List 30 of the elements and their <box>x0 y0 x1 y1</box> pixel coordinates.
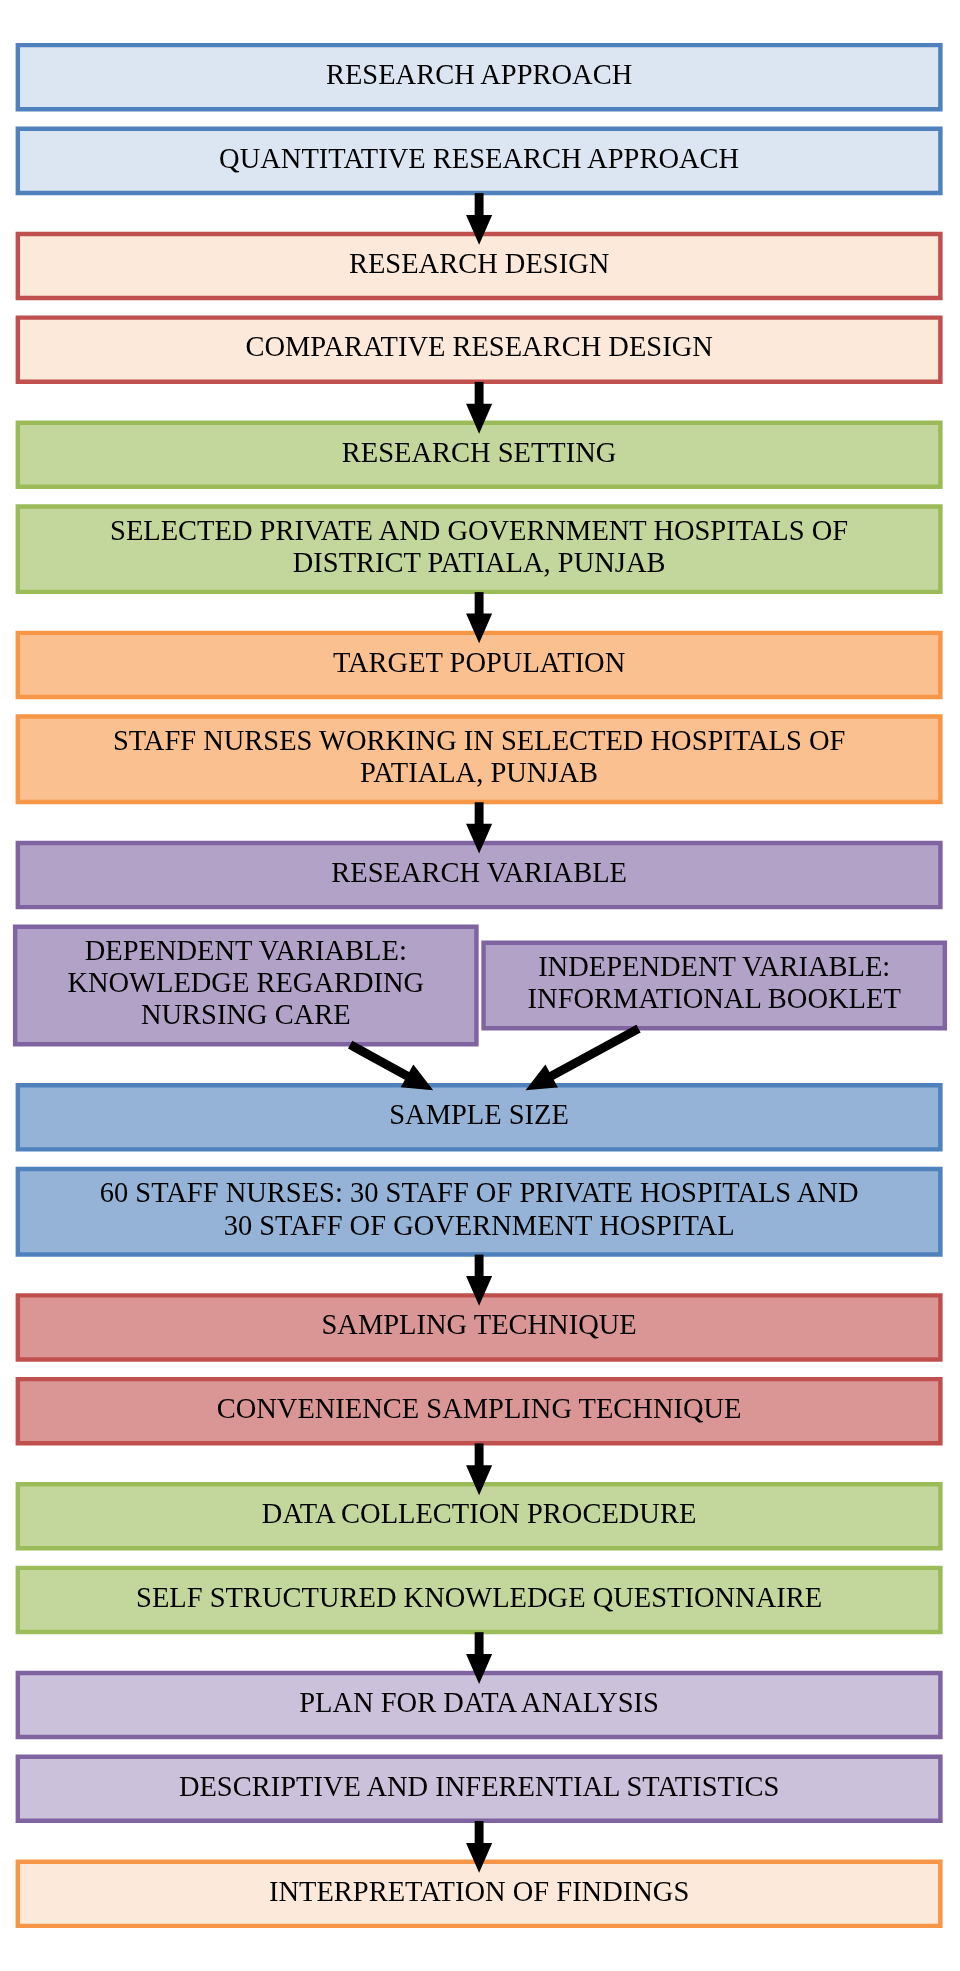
node-box: COMPARATIVE RESEARCH DESIGN <box>15 315 943 384</box>
arrow <box>466 381 493 434</box>
node-box: RESEARCH DESIGN <box>15 231 943 301</box>
node-box: DATA COLLECTION PROCEDURE <box>15 1481 943 1551</box>
arrow <box>525 1024 641 1091</box>
arrow <box>466 1820 493 1873</box>
node-box: 60 STAFF NURSES: 30 STAFF OF PRIVATE HOSPITALS AND 30 STAFF OF GOVERNMENT HOSPITAL <box>15 1166 943 1257</box>
node-box: DEPENDENT VARIABLE: KNOWLEDGE REGARDING NURSING CARE <box>12 924 479 1047</box>
node-box: QUANTITATIVE RESEARCH APPROACH <box>15 126 943 196</box>
arrow <box>466 1632 493 1684</box>
arrow <box>466 1254 493 1306</box>
node-box: TARGET POPULATION <box>15 630 943 700</box>
node-box: INTERPRETATION OF FINDINGS <box>15 1859 943 1929</box>
arrow <box>466 592 493 644</box>
node-box: CONVENIENCE SAMPLING TECHNIQUE <box>15 1376 943 1446</box>
node-box: SAMPLING TECHNIQUE <box>15 1293 943 1362</box>
node-box: RESEARCH SETTING <box>15 420 943 490</box>
node-box: INDEPENDENT VARIABLE: INFORMATIONAL BOOKLET <box>481 940 948 1031</box>
arrow <box>348 1040 434 1091</box>
node-box: SAMPLE SIZE <box>15 1083 943 1152</box>
node-box: SELF STRUCTURED KNOWLEDGE QUESTIONNAIRE <box>15 1565 943 1635</box>
node-box: STAFF NURSES WORKING IN SELECTED HOSPITALS OF PATIALA, PUNJAB <box>15 714 943 805</box>
node-box: RESEARCH APPROACH <box>15 42 943 112</box>
node-box: PLAN FOR DATA ANALYSIS <box>15 1670 943 1740</box>
node-box: DESCRIPTIVE AND INFERENTIAL STATISTICS <box>15 1754 943 1824</box>
arrow <box>466 1443 493 1496</box>
arrow <box>466 802 493 854</box>
node-box: RESEARCH VARIABLE <box>15 840 943 910</box>
arrow <box>466 193 493 245</box>
node-box: SELECTED PRIVATE AND GOVERNMENT HOSPITALS OF DISTRICT PATIALA, PUNJAB <box>15 504 943 595</box>
